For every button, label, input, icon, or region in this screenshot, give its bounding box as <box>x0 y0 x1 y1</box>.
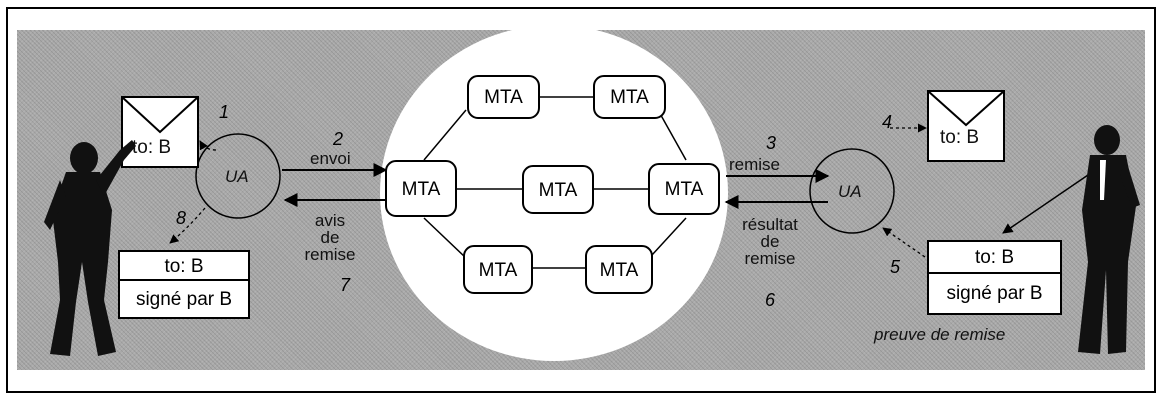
signed-box-right-address: to: B <box>929 242 1060 274</box>
signed-box-left-signature: signé par B <box>120 281 248 309</box>
step-number-right-top: 4 <box>882 113 892 131</box>
step-number-envoi: 2 <box>333 130 343 148</box>
mta-node-bottom-right: MTA <box>585 245 653 294</box>
label-preuve-de-remise: preuve de remise <box>874 326 1005 343</box>
step-number-remise: 3 <box>766 134 776 152</box>
man-silhouette-right <box>1078 125 1140 354</box>
signed-box-left-address: to: B <box>120 252 248 281</box>
arrow-man-to-box <box>1003 175 1088 233</box>
signed-message-right: to: B signé par B <box>927 240 1062 315</box>
mta-node-top-right: MTA <box>593 75 666 119</box>
mta-node-center: MTA <box>522 165 594 214</box>
ua-label-left: UA <box>225 168 249 185</box>
mta-node-bottom-left: MTA <box>463 245 533 294</box>
envelope-right <box>928 91 1004 161</box>
man-silhouette-left <box>44 140 136 356</box>
mta-node-left: MTA <box>385 160 457 217</box>
step-number-left-bottom: 8 <box>176 209 186 227</box>
step-number-right-bottom: 5 <box>890 258 900 276</box>
signed-box-right-signature: signé par B <box>929 274 1060 303</box>
step-number-resultat: 6 <box>765 291 775 309</box>
step-number-left-top: 1 <box>219 103 229 121</box>
arrow-right-bottom <box>883 228 925 257</box>
label-avis-de-remise: avis de remise <box>299 212 361 263</box>
envelope-left-address: to: B <box>132 138 171 157</box>
envelope-right-address: to: B <box>940 128 979 147</box>
label-envoi: envoi <box>310 150 351 167</box>
signed-message-left: to: B signé par B <box>118 250 250 319</box>
mta-node-right: MTA <box>648 163 720 215</box>
step-number-avis: 7 <box>340 276 350 294</box>
mta-node-top-left: MTA <box>467 75 540 119</box>
ua-label-right: UA <box>838 183 862 200</box>
label-resultat-de-remise: résultat de remise <box>728 216 812 267</box>
label-remise: remise <box>729 156 780 173</box>
